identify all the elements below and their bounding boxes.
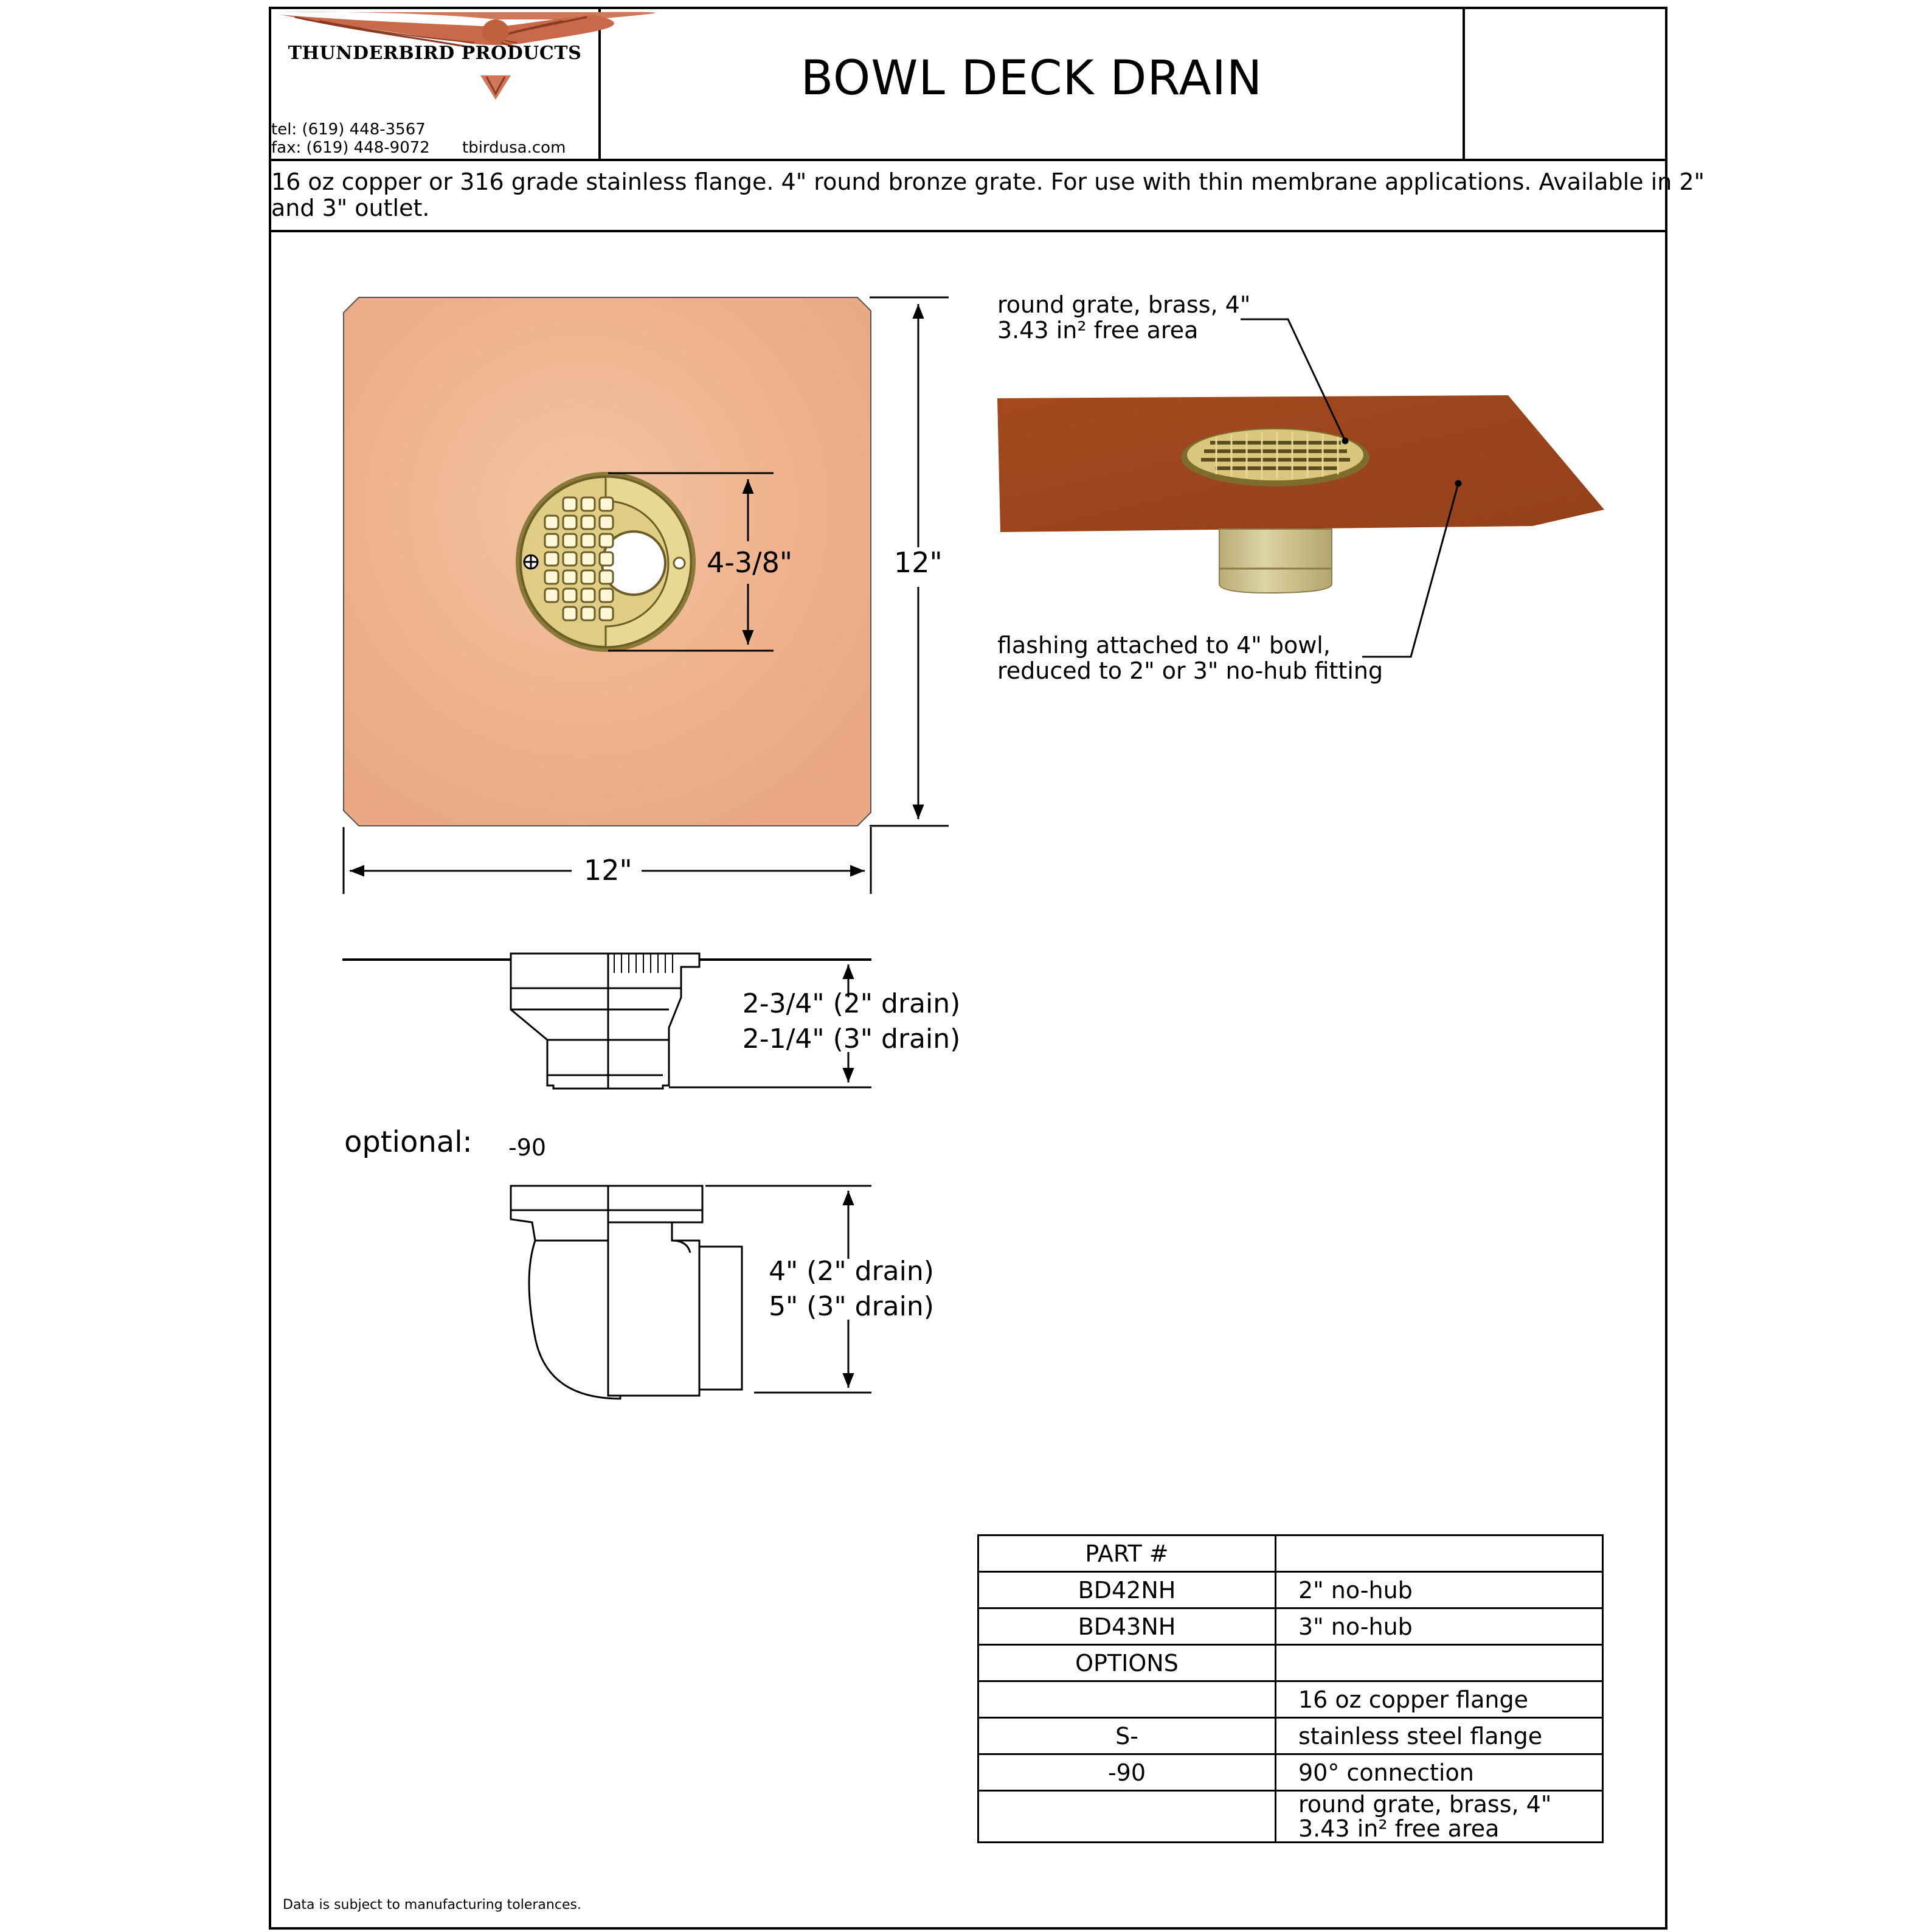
side-height-line-1: 2-3/4" (2" drain) [742,988,961,1019]
company-name: THUNDERBIRD PRODUCTS [288,43,582,64]
table-cell-desc [1275,1534,1604,1573]
table-cell-desc: round grate, brass, 4" 3.43 in² free are… [1275,1790,1604,1843]
header-divider-right [1463,7,1465,160]
plan-height-dim: 12" [894,546,943,579]
table-cell-desc [1275,1644,1604,1682]
table-row: -90 90° connection [977,1753,1604,1792]
parts-table: PART # BD42NH 2" no-hub BD43NH 3" no-hub… [977,1534,1604,1843]
table-row: S- stainless steel flange [977,1717,1604,1755]
elbow-height-line-1: 4" (2" drain) [769,1256,934,1287]
description-line-1: 16 oz copper or 316 grade stainless flan… [271,168,1705,195]
description-bottom-rule [269,230,1667,232]
grate-label-1: round grate, brass, 4" [997,291,1251,318]
contact-tel: tel: (619) 448-3567 [271,120,426,139]
table-cell-desc: 2" no-hub [1275,1571,1604,1609]
footer-note: Data is subject to manufacturing toleran… [283,1897,581,1913]
plan-width-dim: 12" [584,854,632,887]
optional-code: -90 [508,1134,547,1161]
table-cell-desc-line-1: round grate, brass, 4" [1298,1791,1552,1818]
spec-sheet [269,7,1667,1930]
flashing-label-2: reduced to 2" or 3" no-hub fitting [997,657,1383,684]
table-cell-part: PART # [977,1534,1276,1573]
header-divider-left [598,7,601,160]
table-cell-part [977,1790,1276,1843]
grate-diameter-dim: 4-3/8" [707,546,793,579]
table-cell-part: S- [977,1717,1276,1755]
website-link[interactable]: tbirdusa.com [462,139,566,157]
table-cell-desc: 3" no-hub [1275,1607,1604,1646]
table-cell-desc: 90° connection [1275,1753,1604,1792]
page-title: BOWL DECK DRAIN [800,51,1263,106]
description-line-2: and 3" outlet. [271,195,430,221]
table-row: PART # [977,1534,1604,1573]
table-cell-part: -90 [977,1753,1276,1792]
elbow-height-line-2: 5" (3" drain) [769,1291,934,1322]
table-row: 16 oz copper flange [977,1680,1604,1719]
table-cell-desc: stainless steel flange [1275,1717,1604,1755]
table-cell-desc: 16 oz copper flange [1275,1680,1604,1719]
table-row: round grate, brass, 4" 3.43 in² free are… [977,1790,1604,1843]
table-cell-desc-line-2: 3.43 in² free area [1298,1815,1500,1842]
table-cell-part [977,1680,1276,1719]
grate-label-2: 3.43 in² free area [997,317,1199,344]
header-bottom-rule [269,159,1667,161]
optional-label: optional: [344,1125,473,1159]
contact-fax: fax: (619) 448-9072 [271,139,430,157]
table-cell-part: OPTIONS [977,1644,1276,1682]
side-height-line-2: 2-1/4" (3" drain) [742,1023,961,1054]
table-row: BD42NH 2" no-hub [977,1571,1604,1609]
table-cell-part: BD42NH [977,1571,1276,1609]
table-row: OPTIONS [977,1644,1604,1682]
table-cell-part: BD43NH [977,1607,1276,1646]
table-row: BD43NH 3" no-hub [977,1607,1604,1646]
flashing-label-1: flashing attached to 4" bowl, [997,632,1331,659]
